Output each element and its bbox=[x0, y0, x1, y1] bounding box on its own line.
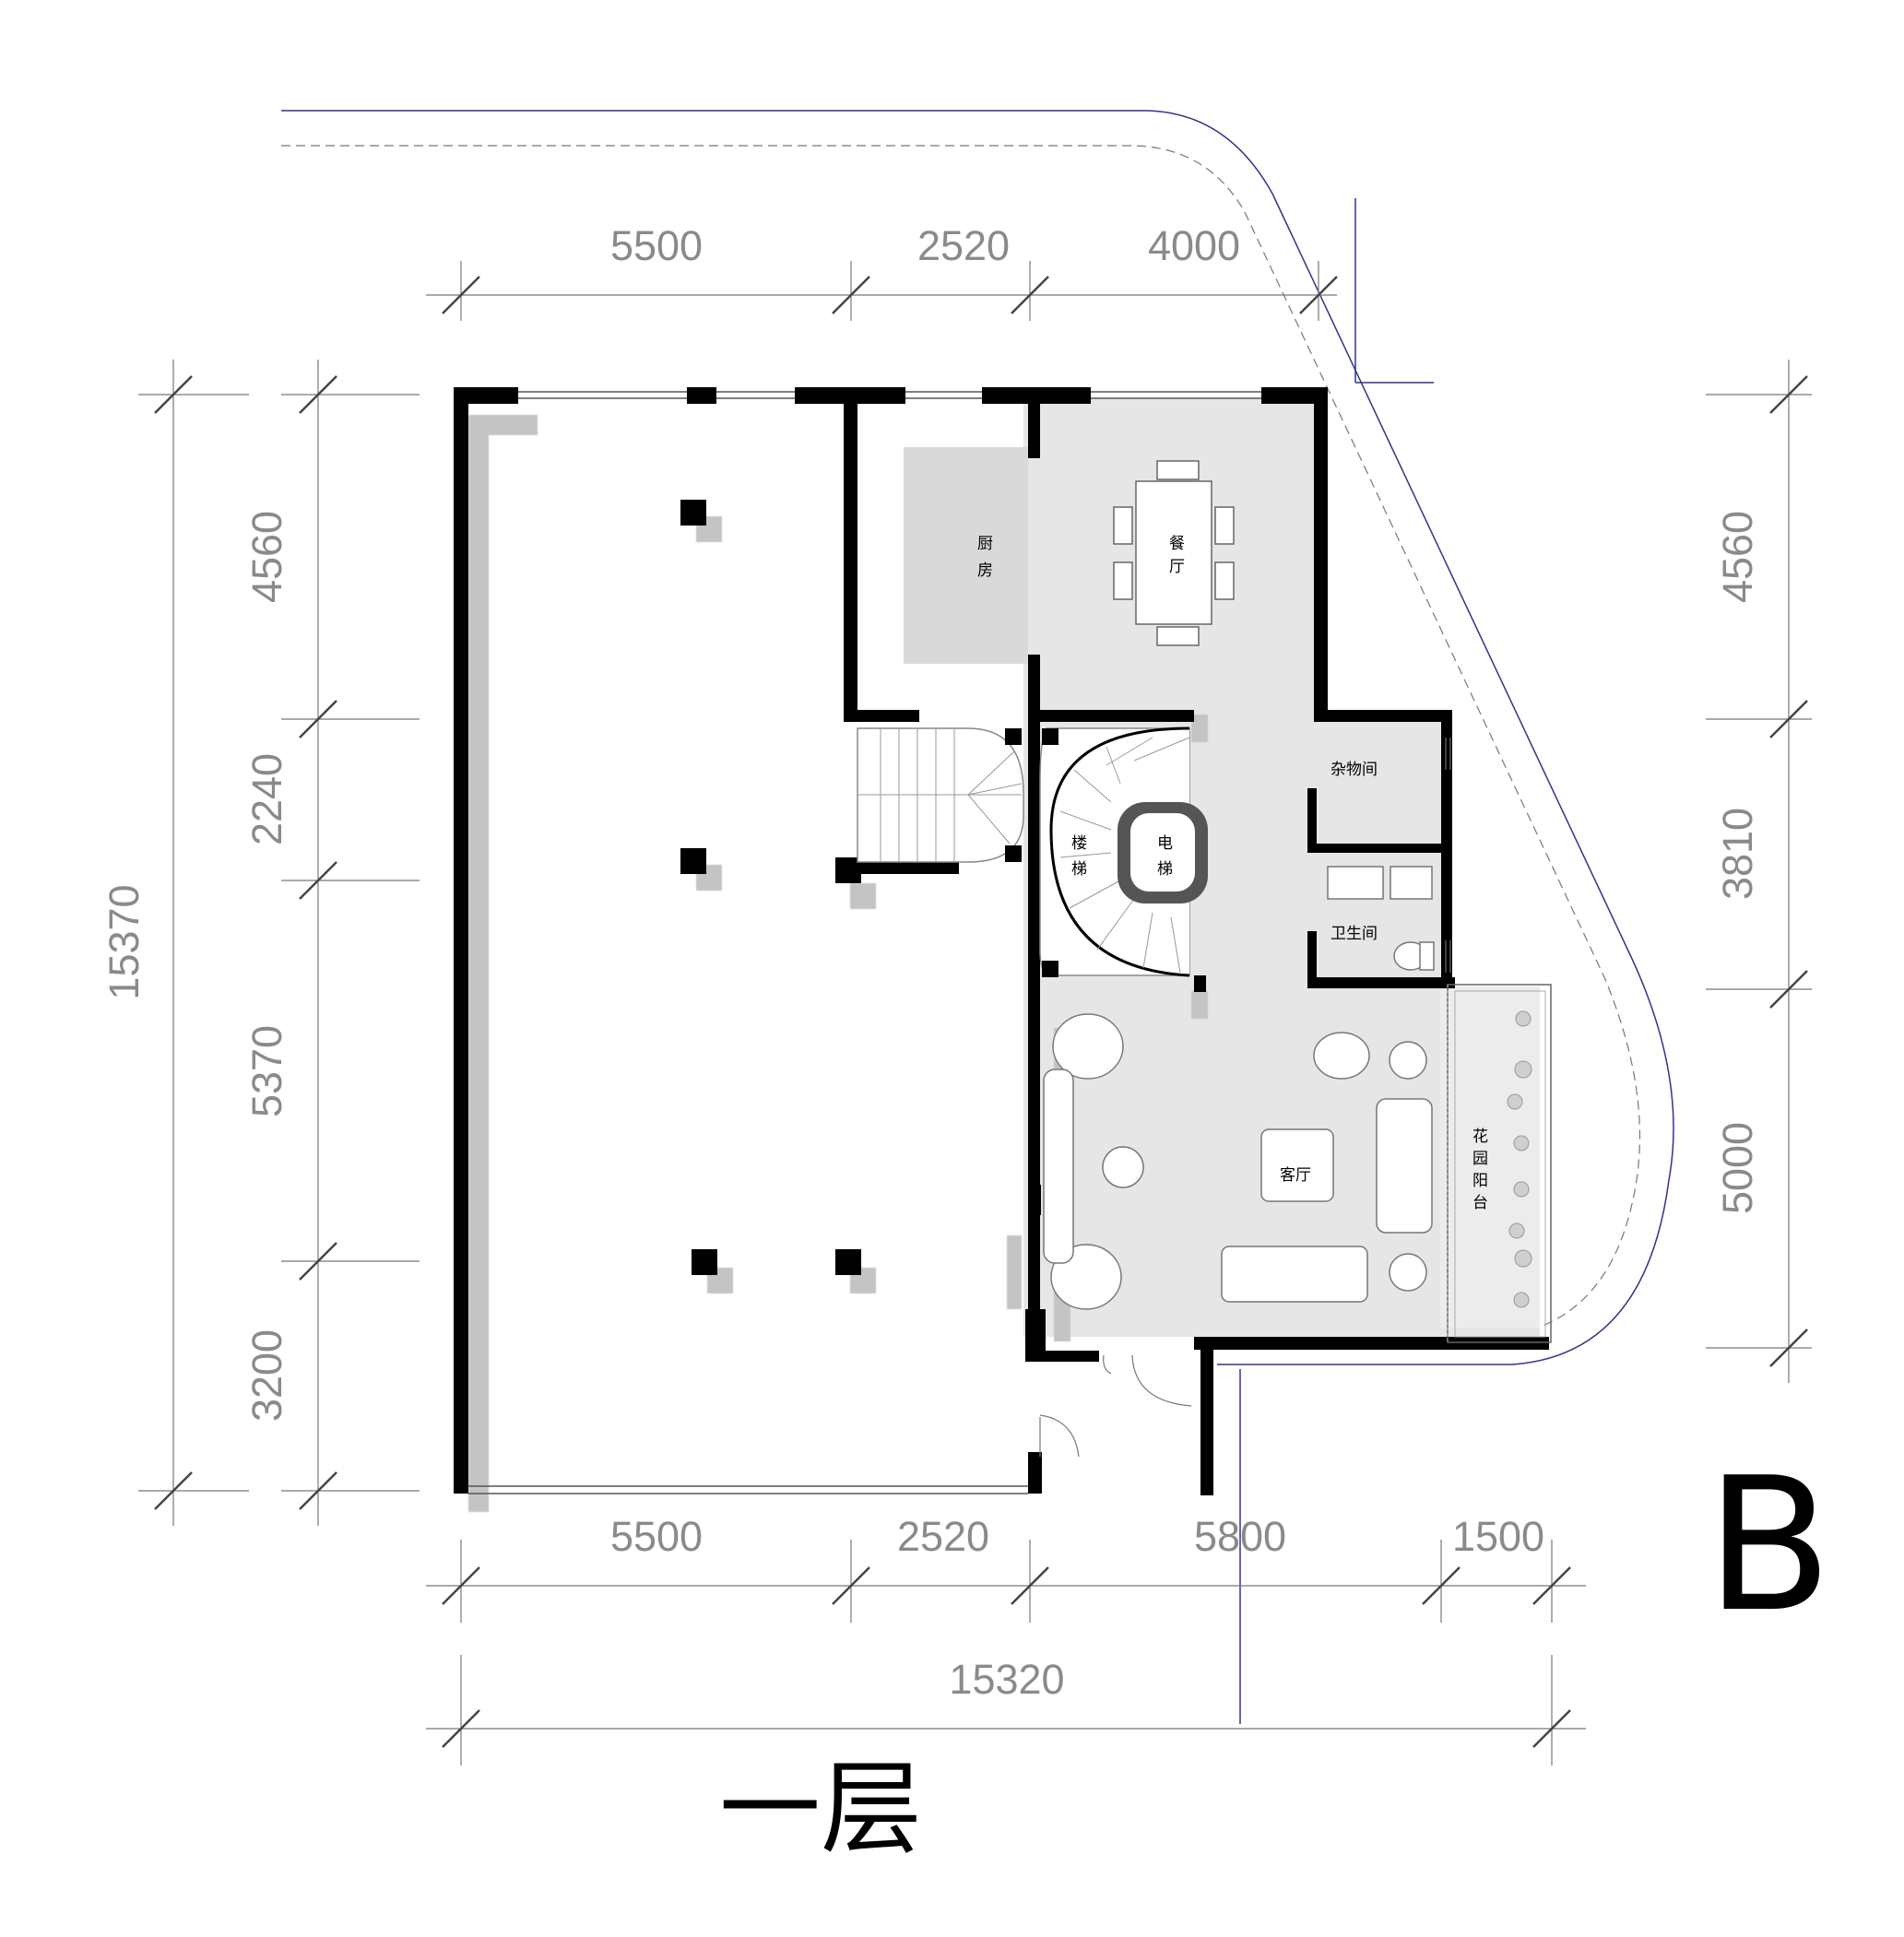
room-labels: 厨 房 餐 厅 杂物间 卫生间 楼 梯 电 梯 客厅 花 园 阳 台 bbox=[977, 535, 1488, 1212]
dim-bottom-4: 1500 bbox=[1452, 1513, 1544, 1560]
columns bbox=[680, 500, 861, 1275]
bathroom-fixtures bbox=[1327, 866, 1435, 971]
dim-bottom-1: 5500 bbox=[610, 1513, 703, 1560]
balcony-label-3: 阳 bbox=[1472, 1172, 1488, 1190]
property-boundary bbox=[281, 110, 1674, 1724]
bathroom-label: 卫生间 bbox=[1330, 925, 1378, 943]
living-furniture bbox=[1043, 1013, 1433, 1310]
dim-top-1: 5500 bbox=[610, 222, 703, 269]
stairs-label-2: 梯 bbox=[1071, 860, 1087, 879]
elevator-label-1: 电 bbox=[1157, 834, 1173, 853]
balcony-label-2: 园 bbox=[1472, 1150, 1488, 1168]
block-letter: B bbox=[1706, 1438, 1832, 1653]
balcony-label-4: 台 bbox=[1472, 1194, 1488, 1212]
stairs-label-1: 楼 bbox=[1071, 834, 1087, 853]
storage-label: 杂物间 bbox=[1330, 761, 1378, 779]
dimension-lines bbox=[138, 261, 1812, 1766]
dim-top-2: 2520 bbox=[917, 222, 1010, 269]
floor-title: 一层 bbox=[719, 1750, 922, 1868]
elevator-label-2: 梯 bbox=[1157, 860, 1173, 879]
garden-balcony bbox=[1447, 984, 1552, 1343]
dim-bottom-3: 5800 bbox=[1194, 1513, 1286, 1560]
walls bbox=[454, 387, 1549, 1495]
kitchen-label-2: 房 bbox=[977, 561, 993, 580]
elevator-shaft bbox=[1118, 802, 1208, 904]
dim-left-total: 15370 bbox=[101, 884, 148, 999]
living-label: 客厅 bbox=[1280, 1166, 1311, 1185]
dim-right-2: 3810 bbox=[1714, 808, 1761, 900]
windows bbox=[468, 391, 1451, 1494]
dimension-texts: 5500 2520 4000 5500 2520 5800 1500 15320… bbox=[101, 222, 1761, 1703]
dim-left-3: 5370 bbox=[243, 1025, 290, 1117]
dim-total-bottom: 15320 bbox=[949, 1656, 1064, 1703]
dim-left-4: 3200 bbox=[243, 1329, 290, 1422]
dining-table bbox=[1113, 460, 1235, 646]
dim-left-2: 2240 bbox=[243, 753, 290, 845]
dining-label-2: 厅 bbox=[1169, 558, 1185, 576]
dining-label-1: 餐 bbox=[1169, 535, 1185, 553]
dim-bottom-2: 2520 bbox=[897, 1513, 989, 1560]
balcony-label-1: 花 bbox=[1472, 1128, 1488, 1146]
dim-right-3: 5000 bbox=[1714, 1122, 1761, 1214]
dim-top-3: 4000 bbox=[1148, 222, 1240, 269]
doors bbox=[1039, 1354, 1192, 1458]
kitchen-label-1: 厨 bbox=[977, 535, 993, 553]
dim-left-1: 4560 bbox=[243, 511, 290, 603]
dim-right-1: 4560 bbox=[1714, 511, 1761, 603]
